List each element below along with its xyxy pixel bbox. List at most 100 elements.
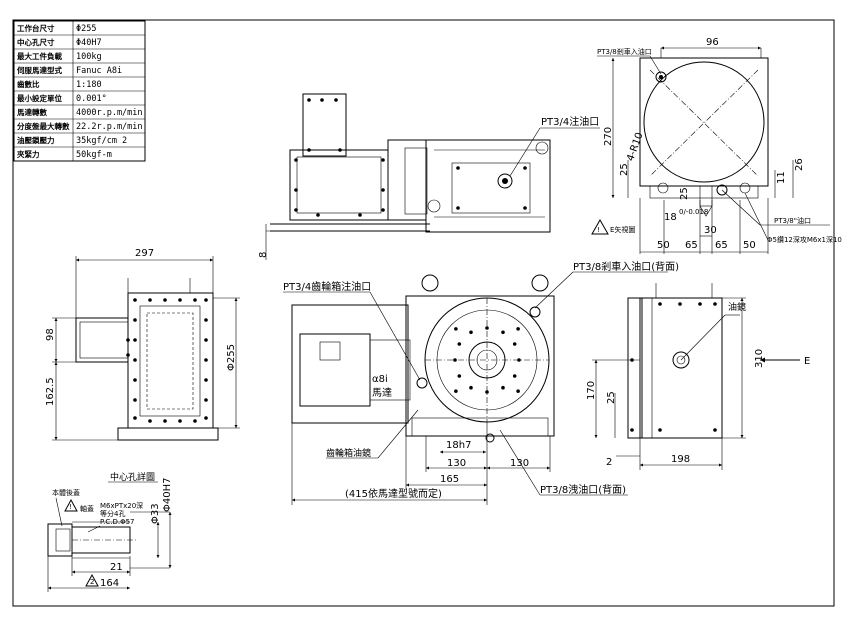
bolt-note-2: 等分4孔 <box>100 509 125 518</box>
dim-26: 26 <box>794 158 805 171</box>
bolt-mark <box>678 302 682 306</box>
spec-value: Φ40H7 <box>76 38 102 48</box>
bolt-mark <box>133 318 137 322</box>
bolt-mark <box>501 330 505 335</box>
bolt-mark <box>381 188 385 192</box>
bolt-note-1: M6xPTx20深 <box>100 501 143 510</box>
dim-65b: 65 <box>715 240 728 251</box>
dim-297: 297 <box>135 248 154 259</box>
spec-value: 35kgf/cm 2 <box>76 136 127 146</box>
warning-mark: ! <box>69 503 72 511</box>
bolt-mark <box>193 419 197 423</box>
oil-window-label: 油鏡 <box>728 301 746 313</box>
bolt-mark <box>148 298 152 302</box>
bolt-mark <box>381 158 385 162</box>
spec-value: 1:180 <box>76 80 102 90</box>
dim-8: 8 <box>258 252 269 258</box>
bolt-mark <box>320 98 324 102</box>
bolt-mark <box>469 385 473 390</box>
bolt-mark <box>453 358 457 362</box>
dim-25-b: 25 <box>679 187 690 200</box>
bolt-mark <box>454 389 458 393</box>
bolt-mark <box>338 148 342 152</box>
bolt-mark <box>294 188 298 192</box>
bolt-mark <box>294 208 298 212</box>
pt38-brake-back-label: PT3/8剎車入油口(背面) <box>573 260 679 273</box>
bolt-mark <box>294 158 298 162</box>
motor-type-label: α8i <box>372 374 388 385</box>
left-view: 297 98 162.5 Φ255 <box>45 248 240 441</box>
bolt-mark <box>457 374 462 378</box>
spec-label: 中心孔尺寸 <box>17 37 55 47</box>
bolt-mark <box>126 338 130 342</box>
bolt-mark <box>204 378 208 382</box>
warn-mark-number: 2 <box>90 578 94 586</box>
bolt-mark <box>485 390 489 394</box>
dim-162-5: 162.5 <box>45 377 56 406</box>
bolt-mark <box>204 298 208 302</box>
dim-11: 11 <box>776 171 787 184</box>
bolt-mark <box>469 330 473 335</box>
motor-label: 馬達 <box>372 387 392 399</box>
spec-label: 夾緊力 <box>17 149 40 159</box>
center-hole-detail: 中心孔詳圖 Φ33 Φ40H7 本體後蓋 ! 軸蓋 M6xPTx20深 等分4孔… <box>47 471 173 592</box>
dim-310: 310 <box>754 349 765 368</box>
bolt-mark <box>204 358 208 362</box>
dim-130a: 130 <box>447 458 466 469</box>
tolerance-label: 0/-0.018 <box>679 208 708 216</box>
keep-label: 本體後蓋 <box>52 488 80 497</box>
bolt-mark <box>204 338 208 342</box>
bolt-mark <box>456 206 460 210</box>
spec-label: 油壓鎖壓力 <box>17 135 55 145</box>
dim-98: 98 <box>45 328 56 341</box>
spec-value: 50kgf-m <box>76 150 112 160</box>
radius-label: 4-R10 <box>625 131 645 163</box>
bolt-mark <box>512 374 517 378</box>
dim-phi40h7: Φ40H7 <box>162 478 173 512</box>
spec-value: 4000r.p.m/min <box>76 108 143 118</box>
bolt-mark <box>523 166 527 170</box>
dim-415: (415依馬達型號而定) <box>345 487 442 500</box>
bolt-mark <box>358 213 362 217</box>
bolt-mark <box>512 342 517 346</box>
bolt-mark <box>516 389 520 393</box>
side-view: 油鏡 E 310 170 25 2 198 <box>586 283 810 470</box>
spec-value: 22.2r.p.m/min <box>76 122 143 132</box>
bolt-mark <box>148 419 152 423</box>
bolt-mark <box>163 419 167 423</box>
bolt-mark <box>334 98 338 102</box>
bolt-mark <box>178 298 182 302</box>
dim-198: 198 <box>671 454 690 465</box>
cap-label: 軸蓋 <box>80 504 94 513</box>
bolt-mark <box>456 166 460 170</box>
pt38-brake-in-label: PT3/8剎車入油口 <box>597 47 652 56</box>
pt34-gear-label: PT3/4齒輪箱注油口 <box>283 280 371 293</box>
bolt-mark <box>307 98 311 102</box>
spec-label: 伺服馬達型式 <box>16 65 62 75</box>
bolt-mark <box>517 358 521 362</box>
dim-18h7: 18h7 <box>446 440 471 451</box>
spec-label: 工作台尺寸 <box>17 23 55 33</box>
bolt-mark <box>204 416 208 420</box>
dim-96: 96 <box>706 37 719 48</box>
front-view: PT3/4齒輪箱注油口 PT3/8剎車入油口(背面) α8i 馬達 齒輪箱油鏡 … <box>283 260 679 505</box>
bolt-mark <box>133 298 137 302</box>
dim-phi33: Φ33 <box>150 503 161 524</box>
bolt-mark <box>163 298 167 302</box>
bolt-mark <box>204 398 208 402</box>
bolt-mark <box>133 416 137 420</box>
bolt-mark <box>126 353 130 357</box>
dim-30: 30 <box>704 225 717 236</box>
pt34-fill-label: PT3/4注油口 <box>541 115 599 128</box>
dim-50b: 50 <box>743 240 756 251</box>
bolt-mark <box>133 338 137 342</box>
bolt-mark <box>501 385 505 390</box>
spec-label: 齒數比 <box>17 79 40 89</box>
spec-label: 分度盤最大轉數 <box>17 121 70 131</box>
dim-130b: 130 <box>510 458 529 469</box>
dim-25-side: 25 <box>606 391 617 404</box>
bolt-mark <box>485 326 489 330</box>
bolt-mark <box>133 358 137 362</box>
spec-label: 最大工件負載 <box>17 51 62 61</box>
